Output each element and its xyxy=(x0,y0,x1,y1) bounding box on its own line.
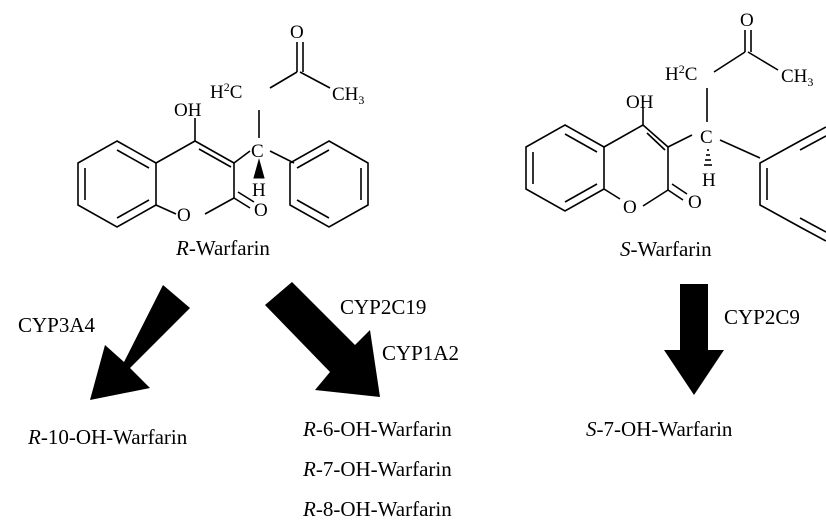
s-benzo-ring xyxy=(525,124,605,212)
s-warfarin-label-suffix: -Warfarin xyxy=(630,237,712,261)
s-atom-h2c: H2C xyxy=(665,62,697,85)
metabolite-r7-prefix: R xyxy=(303,457,316,481)
metabolite-r8-prefix: R xyxy=(303,497,316,521)
enzyme-cyp3a4: CYP3A4 xyxy=(18,313,96,337)
s-atom-o-ring: O xyxy=(623,197,637,218)
r-atom-labels: OH H2C C H O O O CH3 xyxy=(174,22,364,226)
s-atom-h: H xyxy=(702,170,716,191)
s-atom-o-carbonyl: O xyxy=(688,192,702,213)
metabolite-r10-suffix: -10-OH-Warfarin xyxy=(40,425,188,449)
arrow-cyp3a4 xyxy=(90,285,190,400)
metabolite-r10-prefix: R xyxy=(28,425,41,449)
s-atom-labels: OH H2C C H O O O CH3 xyxy=(623,10,813,218)
s-warfarin-structure xyxy=(525,30,826,242)
s-hashed-bond xyxy=(704,149,712,166)
r-warfarin-label-suffix: -Warfarin xyxy=(188,236,270,260)
r-atom-h: H xyxy=(252,180,266,201)
s-warfarin-label: S-Warfarin xyxy=(620,237,712,261)
r-atom-h2c: H2C xyxy=(210,80,242,103)
metabolite-r8-suffix: -8-OH-Warfarin xyxy=(315,497,452,521)
s-warfarin-label-prefix: S xyxy=(620,237,631,261)
enzyme-cyp2c9: CYP2C9 xyxy=(724,305,800,329)
metabolite-s7-prefix: S xyxy=(586,417,597,441)
metabolite-r7: R-7-OH-Warfarin xyxy=(303,457,452,481)
arrow-cyp2c9 xyxy=(664,284,724,395)
metabolite-s7-suffix: -7-OH-Warfarin xyxy=(596,417,733,441)
s-atom-o-ketone: O xyxy=(740,10,754,31)
arrow-cyp2c19-cyp1a2 xyxy=(265,282,380,397)
r-atom-o-carbonyl: O xyxy=(254,200,268,221)
s-pyranone-ring xyxy=(603,124,669,207)
r-atom-o-ketone: O xyxy=(290,22,304,43)
enzyme-cyp2c19: CYP2C19 xyxy=(340,295,427,319)
s-atom-oh: OH xyxy=(626,92,654,113)
enzyme-cyp1a2: CYP1A2 xyxy=(382,341,460,365)
metabolite-r8: R-8-OH-Warfarin xyxy=(303,497,452,521)
r-atom-oh: OH xyxy=(174,100,202,121)
metabolite-r7-suffix: -7-OH-Warfarin xyxy=(315,457,452,481)
r-warfarin-structure xyxy=(77,42,369,228)
metabolite-r6-suffix: -6-OH-Warfarin xyxy=(315,417,452,441)
s-phenyl-ring xyxy=(759,126,826,242)
r-atom-o-ring: O xyxy=(177,205,191,226)
r-warfarin-label: R-Warfarin xyxy=(176,236,270,260)
r-wedge-bond xyxy=(253,158,265,179)
r-pyranone-ring xyxy=(155,140,235,215)
metabolite-r6-prefix: R xyxy=(303,417,316,441)
r-phenyl-ring xyxy=(289,140,369,228)
r-benzo-ring xyxy=(77,140,157,228)
metabolite-r6: R-6-OH-Warfarin xyxy=(303,417,452,441)
r-warfarin-label-prefix: R xyxy=(176,236,189,260)
r-atom-c: C xyxy=(251,141,264,162)
s-atom-ch3: CH3 xyxy=(781,66,813,89)
metabolite-s7: S-7-OH-Warfarin xyxy=(586,417,732,441)
r-atom-ch3: CH3 xyxy=(332,84,364,107)
metabolite-r10: R-10-OH-Warfarin xyxy=(28,425,187,449)
s-atom-c: C xyxy=(700,127,713,148)
